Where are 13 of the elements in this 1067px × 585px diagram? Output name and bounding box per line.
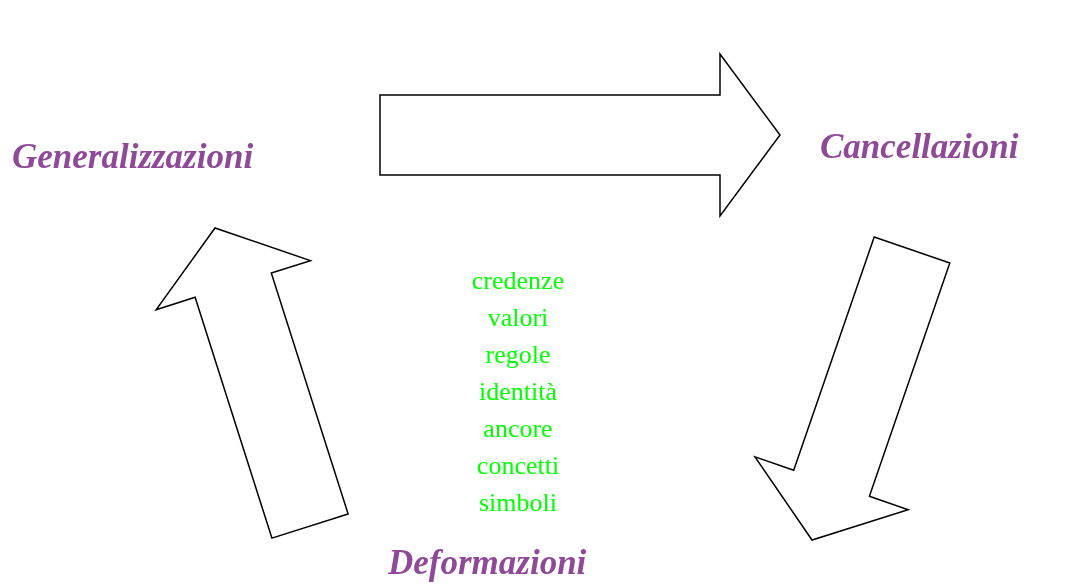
list-item: ancore xyxy=(482,413,554,445)
block-arrow xyxy=(379,51,781,219)
list-item: valori xyxy=(486,302,550,334)
list-item: credenze xyxy=(470,265,566,297)
list-item: regole xyxy=(484,339,552,371)
list-item: simboli xyxy=(478,487,558,519)
category-label: Deformazioni xyxy=(388,543,587,584)
category-label: Cancellazioni xyxy=(820,127,1019,168)
block-arrow xyxy=(154,227,350,540)
list-item: concetti xyxy=(475,450,561,482)
block-arrow xyxy=(753,236,951,541)
list-item: identità xyxy=(478,376,558,408)
category-label: Generalizzazioni xyxy=(12,137,254,178)
